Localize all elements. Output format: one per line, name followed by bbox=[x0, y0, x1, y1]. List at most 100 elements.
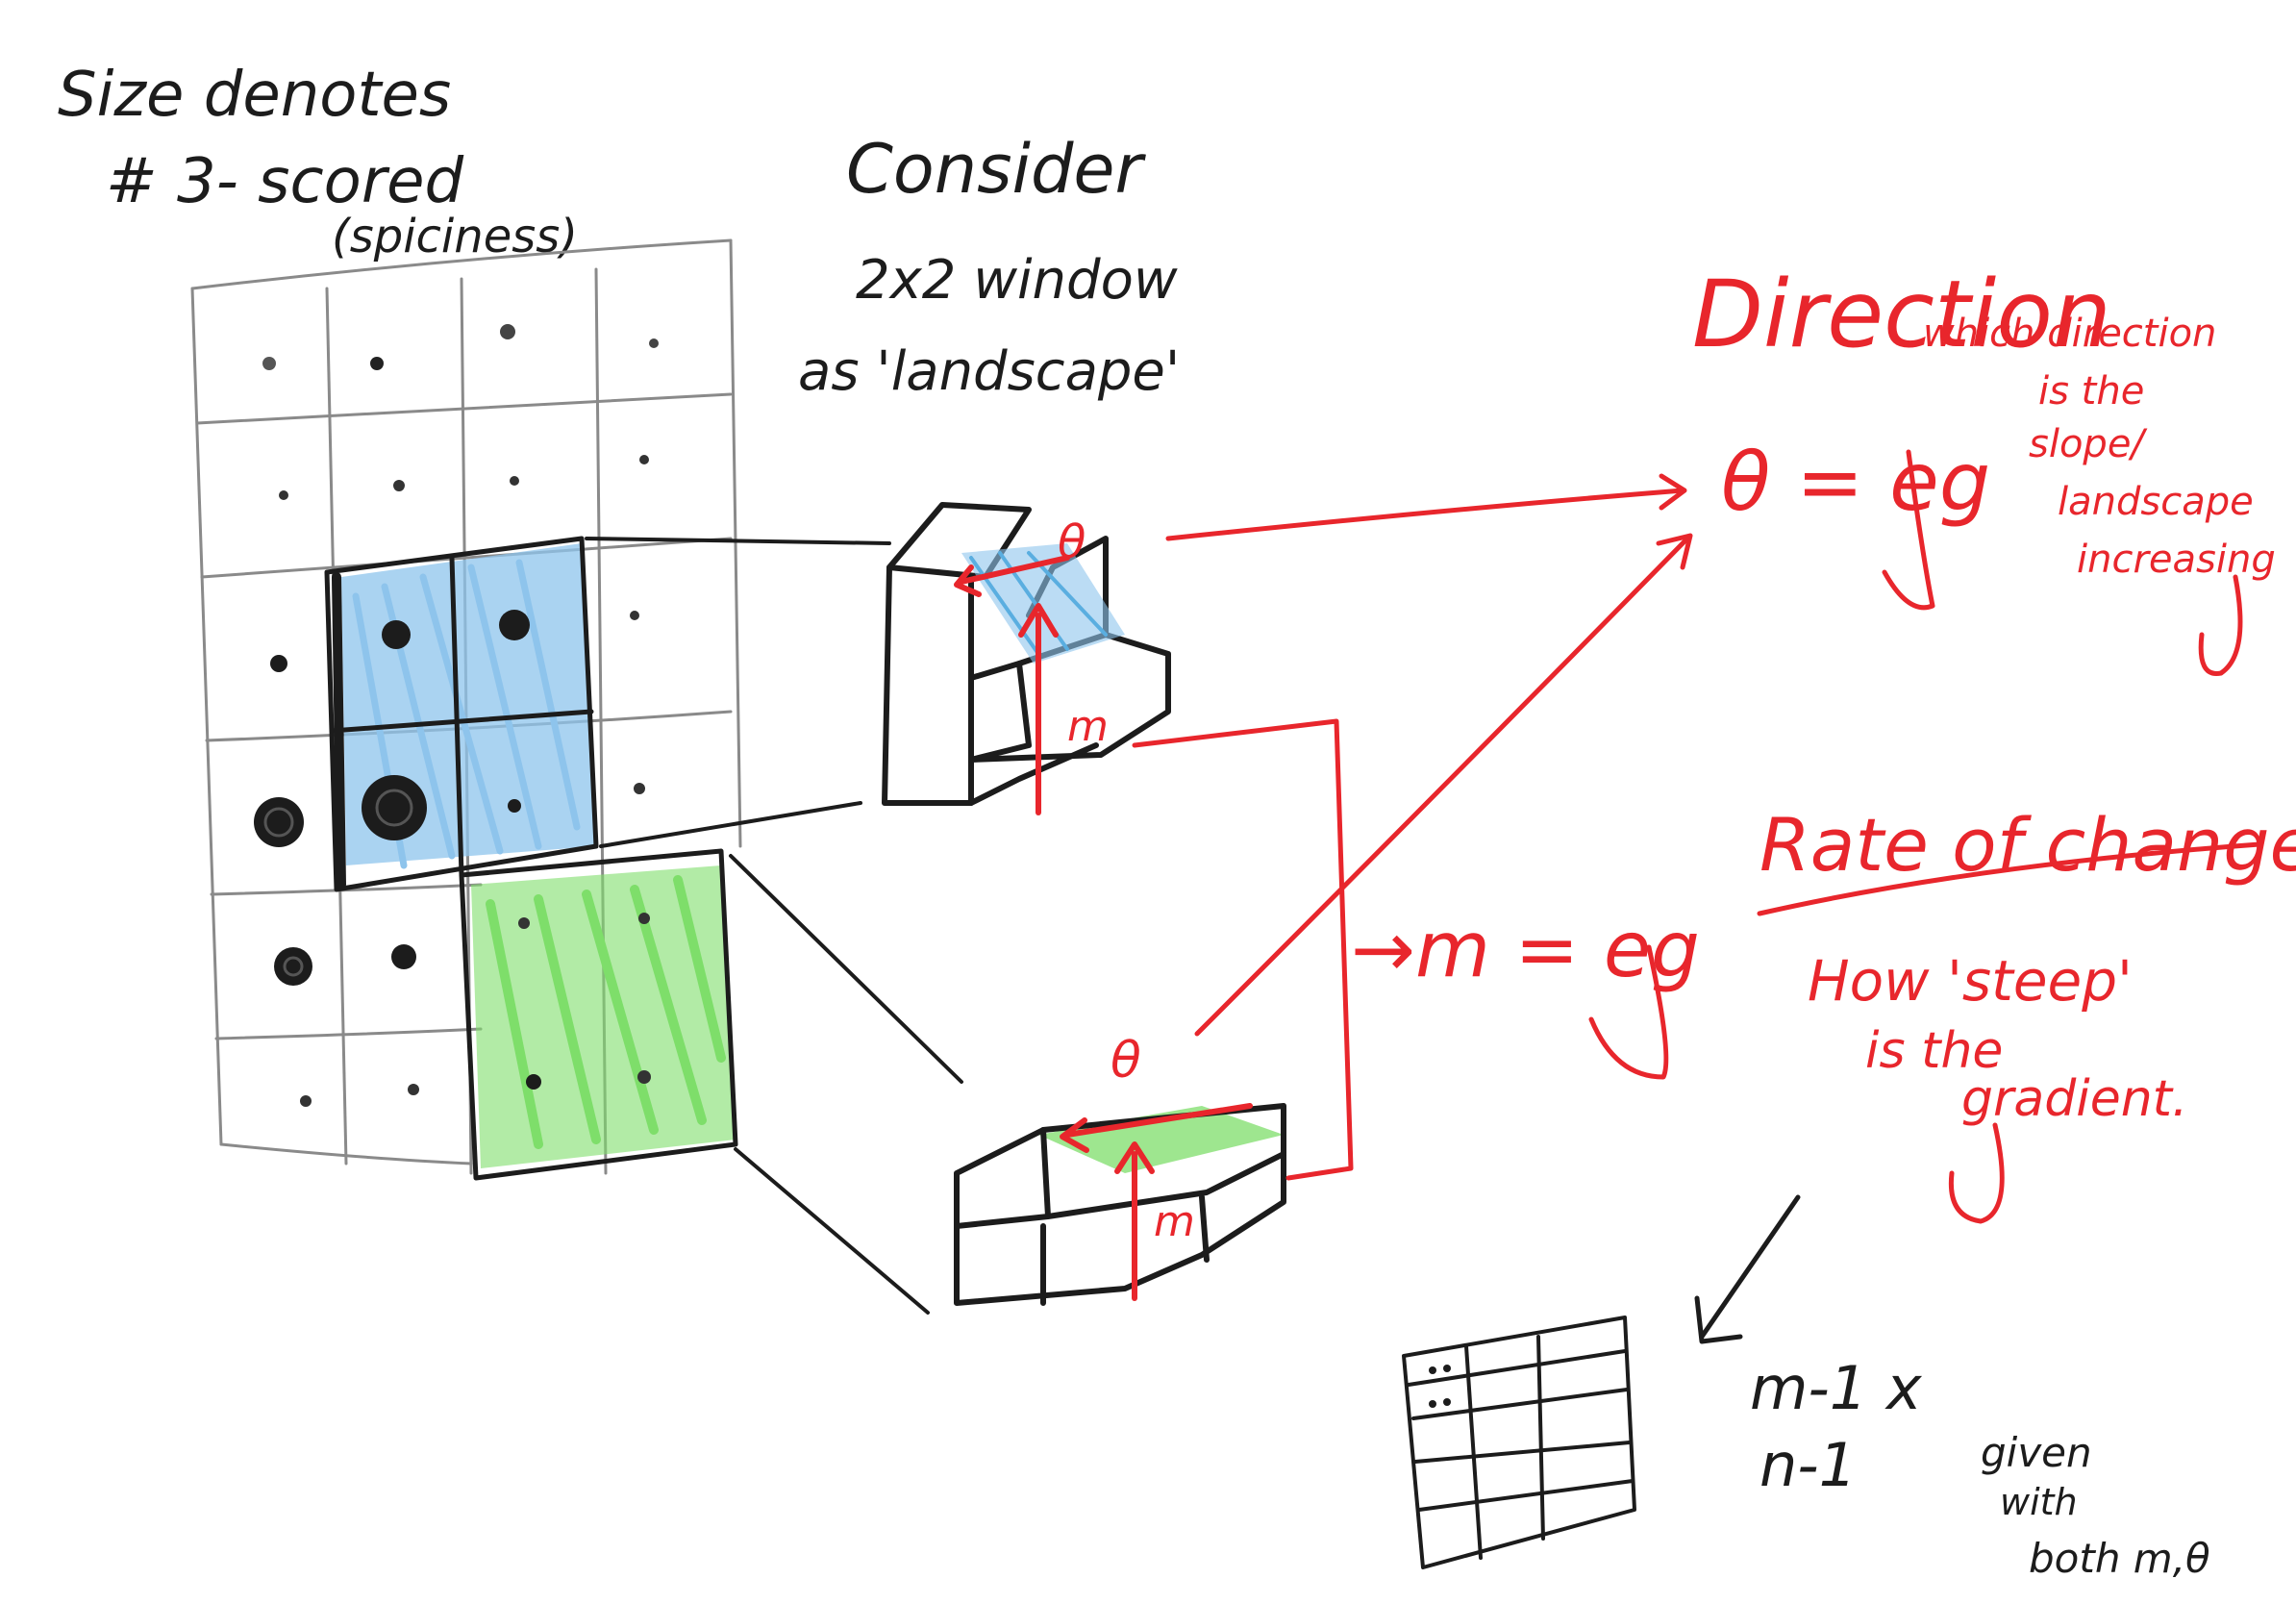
spice-dot bbox=[637, 1070, 651, 1084]
direction-desc-line5: increasing bbox=[2077, 538, 2276, 582]
matrix-dot bbox=[1429, 1366, 1436, 1374]
connector-upper-to-theta bbox=[1165, 488, 1685, 541]
projection-lines bbox=[585, 537, 963, 1315]
grid-row-line-2 bbox=[200, 537, 733, 579]
matrix-frame bbox=[1402, 1316, 1636, 1569]
spice-grid bbox=[190, 238, 742, 1175]
blue-window-hatch bbox=[352, 559, 581, 869]
block-green-landscape bbox=[954, 1103, 1286, 1306]
block-top-face bbox=[886, 502, 1032, 580]
size-note-line3: (spiciness) bbox=[332, 210, 578, 263]
green-window-frame bbox=[459, 848, 738, 1181]
spice-dot bbox=[274, 947, 312, 986]
spice-dot bbox=[370, 357, 384, 370]
rate-desc-line1: How 'steep' bbox=[1808, 948, 2133, 1014]
grid-bottom-edge bbox=[219, 1142, 473, 1165]
block-blue-landscape bbox=[882, 502, 1171, 806]
dims-line1: m-1 x bbox=[1750, 1353, 1923, 1423]
red-connectors bbox=[1132, 473, 1693, 1181]
spice-dot-ring bbox=[263, 807, 294, 838]
blue-window bbox=[324, 536, 599, 892]
connector-lower-to-theta bbox=[1194, 536, 1690, 1037]
upper-theta-arrow bbox=[959, 555, 1070, 585]
theta-eq-flourish bbox=[1882, 449, 1935, 611]
lower-theta-arrowhead bbox=[1060, 1117, 1089, 1153]
consider-note: Consider 2x2 window as 'landscape' bbox=[798, 130, 1180, 403]
direction-flourish bbox=[2198, 574, 2243, 676]
matrix-pointer-arrow bbox=[1694, 1194, 1801, 1344]
upper-gradient-arrows: θ m bbox=[954, 515, 1109, 815]
block-left-face bbox=[882, 564, 974, 806]
spice-dot bbox=[639, 455, 649, 464]
spice-dot bbox=[634, 783, 645, 794]
rate-note: Rate of change How 'steep' is the gradie… bbox=[1757, 802, 2296, 1224]
connector-arrowhead-2 bbox=[1656, 533, 1693, 570]
spice-dot bbox=[638, 913, 650, 924]
spice-dot bbox=[518, 917, 530, 929]
given-line3: both m,θ bbox=[2029, 1535, 2210, 1582]
lower-m-arrowhead bbox=[1114, 1141, 1155, 1174]
connector-arrowhead-1 bbox=[1659, 473, 1687, 511]
size-note: Size denotes # 3- scored (spiciness) bbox=[58, 60, 578, 263]
consider-note-line2: 2x2 window bbox=[856, 249, 1178, 312]
given-line1: given bbox=[1981, 1429, 2092, 1476]
direction-note: Direction which direction is the slope/ … bbox=[1692, 261, 2276, 676]
grid-row-line-5 bbox=[214, 1027, 483, 1040]
direction-title: Direction bbox=[1692, 261, 2111, 368]
upper-theta-label: θ bbox=[1058, 515, 1086, 569]
spice-dot bbox=[300, 1095, 312, 1107]
block-green-fill bbox=[1038, 1106, 1284, 1173]
grid-top-edge bbox=[190, 238, 733, 290]
upper-m-label: m bbox=[1067, 702, 1109, 751]
upper-theta-arrowhead bbox=[954, 564, 982, 597]
matrix-dot bbox=[1443, 1365, 1451, 1372]
lower-gradient-arrows: θ m bbox=[1060, 1032, 1253, 1301]
rate-desc-line2: is the bbox=[1865, 1022, 2003, 1080]
grid-col-line-4 bbox=[729, 238, 742, 848]
spice-dot bbox=[630, 611, 639, 620]
spice-dot bbox=[270, 655, 287, 672]
lower-theta-label: θ bbox=[1111, 1032, 1141, 1090]
dimension-note: m-1 x n-1 given with both m,θ bbox=[1750, 1353, 2210, 1582]
green-window-fill bbox=[471, 865, 736, 1168]
spice-dot bbox=[508, 799, 521, 813]
spice-dot bbox=[500, 324, 515, 339]
direction-desc-line1: which direction bbox=[1923, 312, 2216, 356]
block-steps bbox=[968, 574, 1032, 806]
spice-dot bbox=[254, 797, 304, 847]
spice-dot bbox=[382, 620, 411, 649]
spice-dot bbox=[279, 490, 288, 500]
spice-dot bbox=[408, 1084, 419, 1095]
theta-equation: θ = eg bbox=[1721, 435, 1990, 529]
green-window bbox=[459, 848, 738, 1181]
block-base bbox=[968, 742, 1099, 806]
matrix-dot bbox=[1429, 1400, 1436, 1408]
matrix-cols bbox=[1464, 1335, 1545, 1560]
rate-underline bbox=[1757, 841, 2262, 916]
block-outline bbox=[954, 1103, 1286, 1306]
size-note-line2: # 3- scored bbox=[106, 146, 464, 217]
rate-flourish bbox=[1948, 1122, 2005, 1224]
spice-dot-ring bbox=[283, 956, 304, 977]
spice-dot bbox=[526, 1074, 541, 1090]
blue-projection bbox=[585, 537, 891, 848]
spice-dot bbox=[262, 357, 276, 370]
spice-dot-ring bbox=[375, 789, 413, 827]
spice-dot bbox=[649, 338, 659, 348]
spice-dot bbox=[362, 775, 427, 840]
direction-desc-line4: landscape bbox=[2058, 480, 2254, 524]
dims-line2: n-1 bbox=[1759, 1430, 1857, 1500]
green-window-hatch bbox=[486, 875, 726, 1149]
size-note-line1: Size denotes bbox=[58, 60, 451, 131]
spice-dot bbox=[391, 944, 416, 969]
output-matrix bbox=[1402, 1194, 1801, 1569]
green-projection bbox=[729, 854, 963, 1315]
blue-window-frame bbox=[324, 536, 599, 892]
spice-dot bbox=[510, 476, 519, 486]
grid-col-line-0 bbox=[190, 287, 223, 1146]
connector-m-bracket bbox=[1132, 718, 1354, 1181]
matrix-rows bbox=[1407, 1349, 1635, 1512]
grid-row-line-1 bbox=[195, 392, 733, 425]
rate-title: Rate of change bbox=[1759, 802, 2296, 888]
